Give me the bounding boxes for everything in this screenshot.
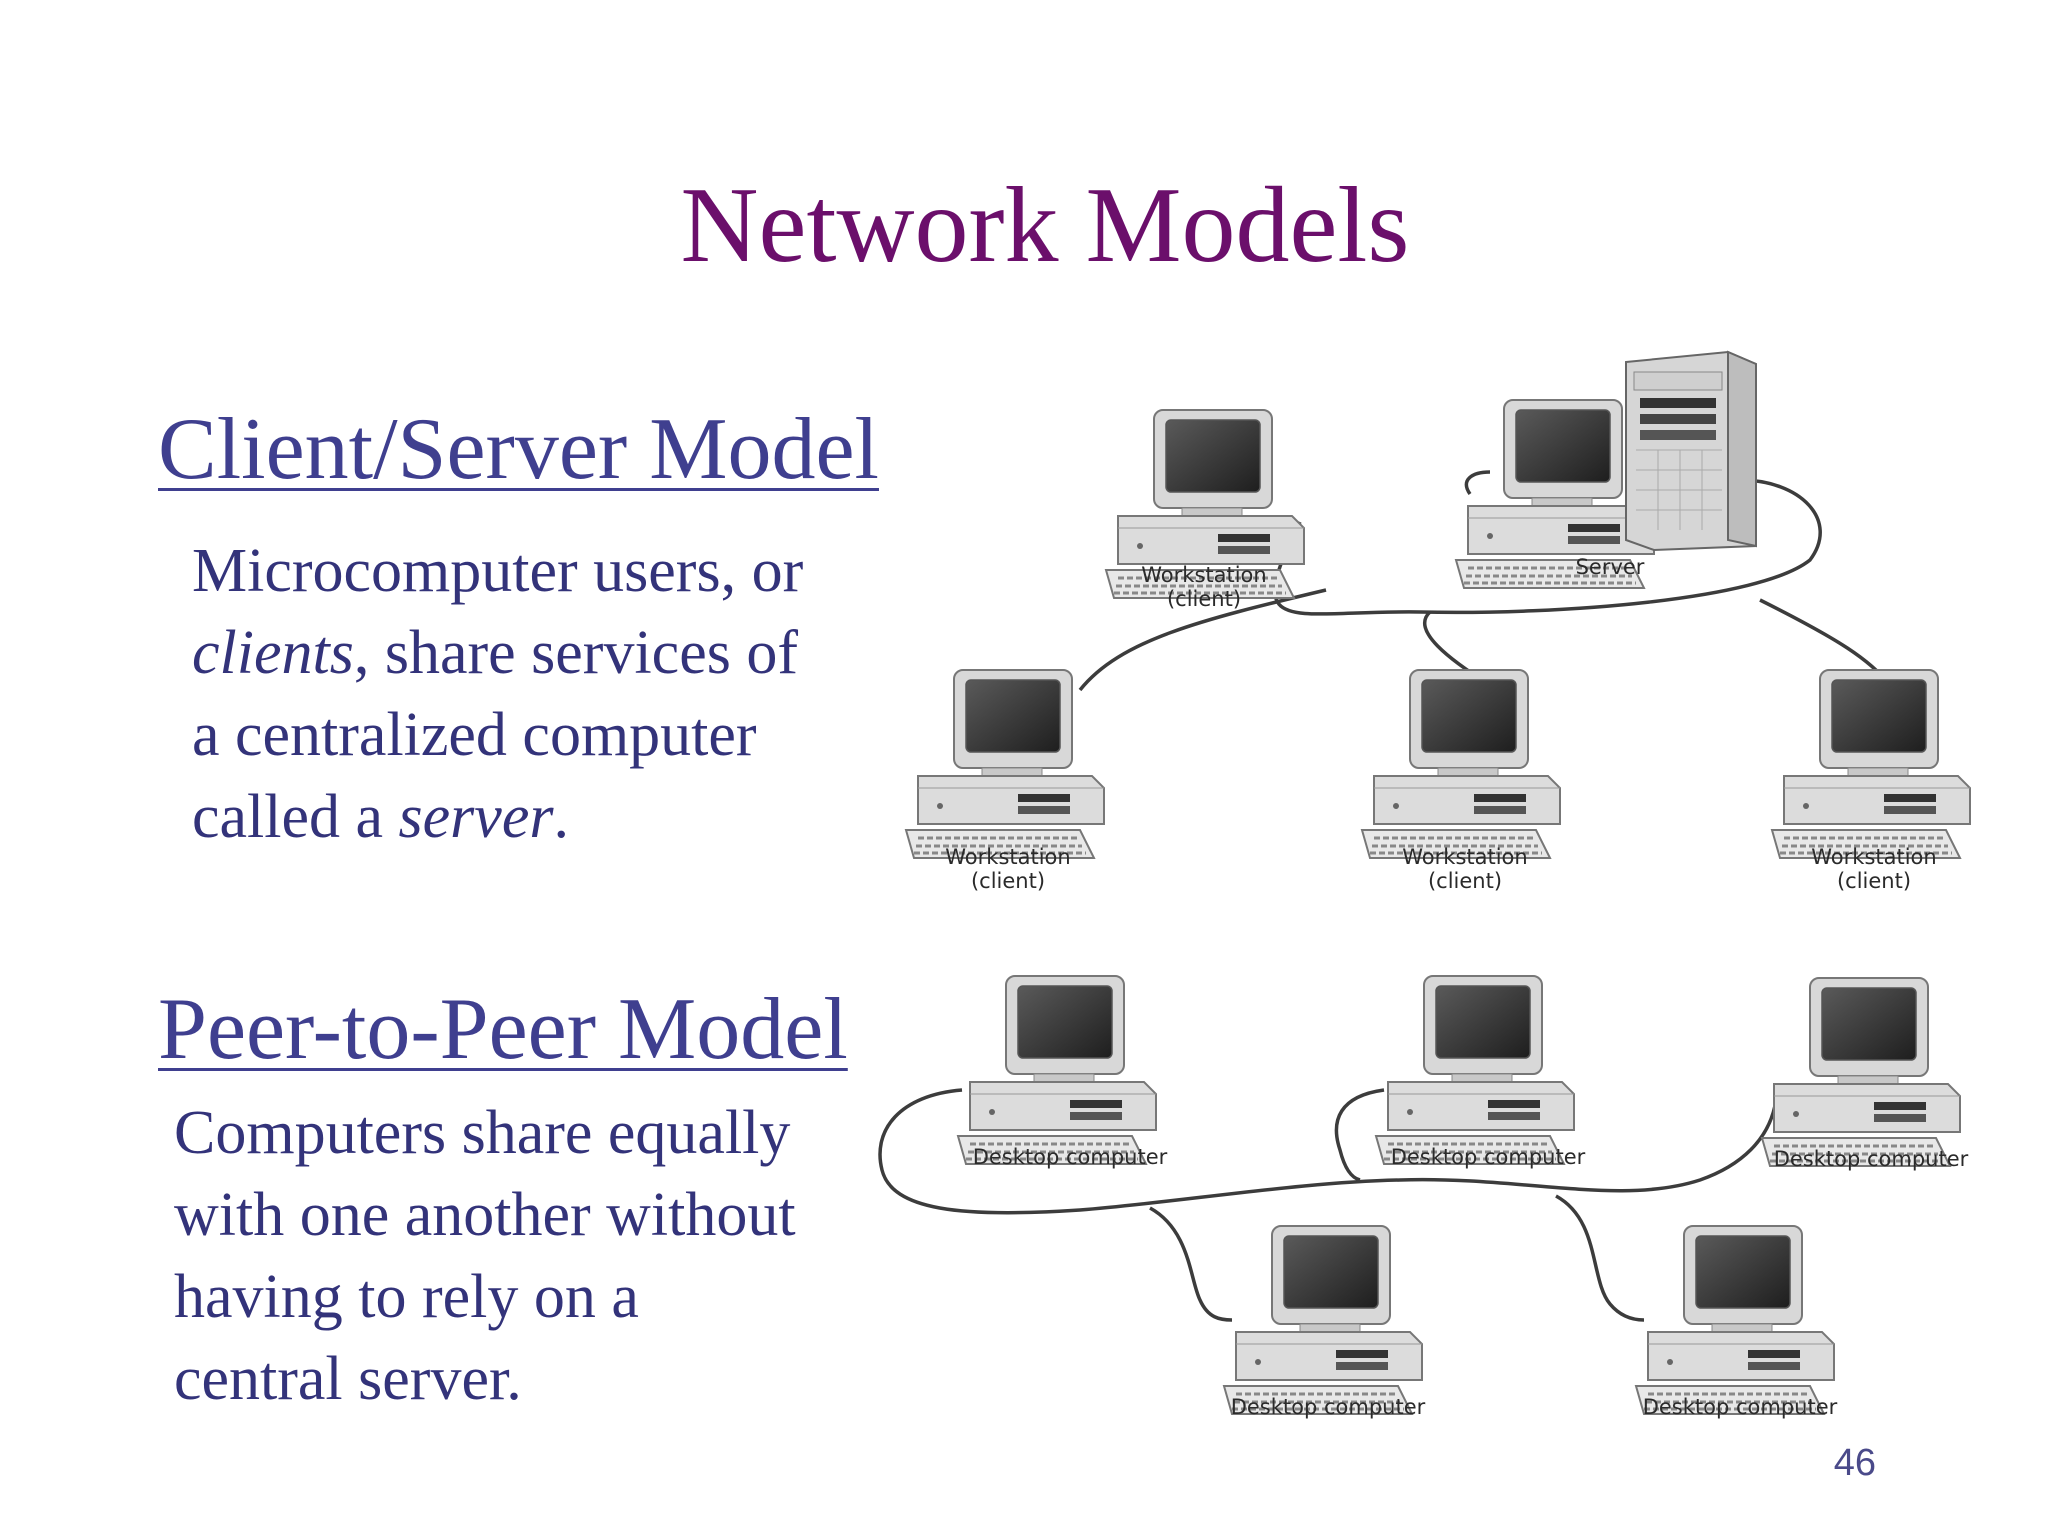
desktop-top-right bbox=[1760, 976, 1962, 1168]
workstation-bottom-left bbox=[904, 668, 1106, 860]
clients-term: clients bbox=[192, 619, 354, 687]
desktop-top-left bbox=[956, 974, 1158, 1166]
p2p-line-4: central server. bbox=[174, 1345, 522, 1413]
workstation-bottom-center bbox=[1360, 668, 1562, 860]
cable-main bbox=[1273, 478, 1822, 616]
p2p-branch-bottom-left bbox=[1149, 1206, 1233, 1322]
peer-to-peer-cables bbox=[878, 1088, 1778, 1322]
cable-server-monitor bbox=[1464, 470, 1491, 496]
p2p-branch-top-middle bbox=[1334, 1088, 1385, 1182]
p2p-branch-bottom-right bbox=[1555, 1194, 1645, 1322]
label-client-bottom-center: (client) bbox=[1428, 869, 1502, 893]
label-workstation-top-left: Workstation bbox=[1141, 563, 1266, 587]
label-workstation-bottom-center: Workstation bbox=[1402, 845, 1527, 869]
desktop-top-middle bbox=[1374, 974, 1576, 1166]
label-client-top-left: (client) bbox=[1167, 587, 1241, 611]
workstation-bottom-right bbox=[1770, 668, 1972, 860]
label-desktop-top-middle: Desktop computer bbox=[1391, 1145, 1586, 1169]
p2p-line-3: having to rely on a bbox=[174, 1263, 639, 1331]
cs-line-4-start: called a bbox=[192, 783, 399, 851]
label-workstation-bottom-right: Workstation bbox=[1811, 845, 1936, 869]
cable-left-client bbox=[1078, 588, 1327, 692]
page-number: 46 bbox=[1833, 1442, 1876, 1484]
server-term: server bbox=[398, 783, 554, 851]
label-desktop-top-left: Desktop computer bbox=[973, 1145, 1168, 1169]
label-server: Server bbox=[1576, 555, 1645, 579]
p2p-ring bbox=[878, 1088, 1778, 1215]
cs-line-2: clients, share services of bbox=[192, 612, 803, 694]
label-desktop-bottom-right: Desktop computer bbox=[1643, 1395, 1838, 1419]
client-server-heading: Client/Server Model bbox=[158, 401, 879, 498]
server-tower bbox=[1625, 350, 1757, 552]
p2p-line-2: with one another without bbox=[174, 1181, 796, 1249]
peer-to-peer-description: Computers share equally with one another… bbox=[174, 1092, 796, 1420]
cs-line-2-rest: , share services of bbox=[353, 619, 798, 687]
desktop-bottom-right bbox=[1634, 1224, 1836, 1416]
cs-line-4: called a server. bbox=[192, 776, 803, 858]
client-server-description: Microcomputer users, or clients, share s… bbox=[192, 530, 803, 858]
cs-line-3: a centralized computer bbox=[192, 701, 757, 769]
cs-line-4-end: . bbox=[553, 783, 569, 851]
desktop-bottom-left bbox=[1222, 1224, 1424, 1416]
label-desktop-top-right: Desktop computer bbox=[1774, 1147, 1969, 1171]
slide-title: Network Models bbox=[680, 166, 1410, 285]
label-workstation-bottom-left: Workstation bbox=[945, 845, 1070, 869]
peer-to-peer-heading: Peer-to-Peer Model bbox=[158, 981, 848, 1078]
cs-line-1: Microcomputer users, or bbox=[192, 537, 804, 605]
label-desktop-bottom-left: Desktop computer bbox=[1231, 1395, 1426, 1419]
label-client-bottom-right: (client) bbox=[1837, 869, 1911, 893]
label-client-bottom-left: (client) bbox=[971, 869, 1045, 893]
p2p-line-1: Computers share equally bbox=[174, 1099, 791, 1167]
